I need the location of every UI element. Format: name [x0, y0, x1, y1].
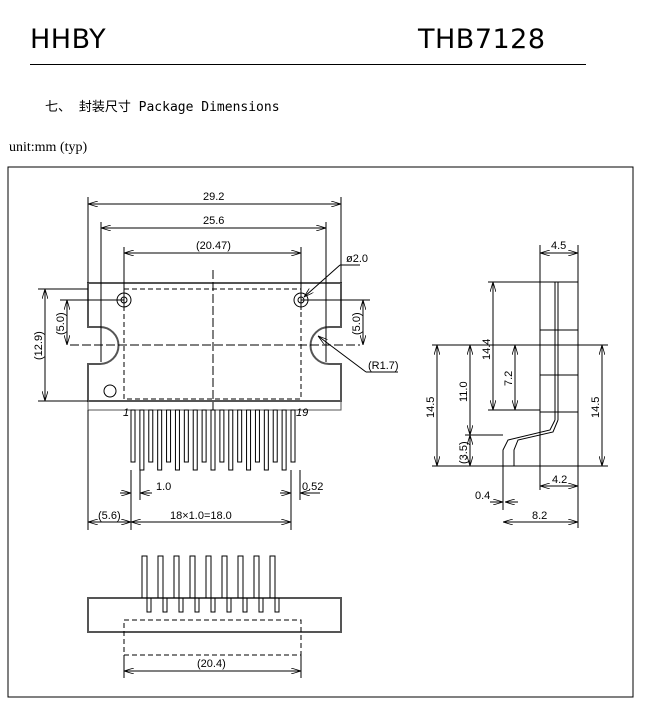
- pin-last-label: 19: [296, 407, 308, 419]
- dim-bottom-span: (20.4): [197, 658, 226, 670]
- bottom-pin-lead: [141, 555, 152, 613]
- bottom-pin-lead: [253, 555, 264, 613]
- unit-note: unit:mm (typ): [9, 140, 88, 155]
- bottom-pin-lead: [269, 555, 280, 613]
- dim-pin-offset: (5.6): [98, 510, 121, 522]
- dim-hole-span: 25.6: [203, 215, 224, 227]
- pin-lead: [228, 409, 234, 471]
- pin-lead: [263, 409, 269, 471]
- bottom-pin-lead: [221, 555, 232, 613]
- dim-pin-pitch: 1.0: [156, 481, 171, 493]
- pin-lead: [192, 409, 198, 471]
- pin-lead: [219, 409, 225, 463]
- header-right-title: THB7128: [418, 24, 546, 55]
- pin-first-label: 1: [123, 407, 129, 419]
- dim-total-height-left: 14.5: [425, 397, 437, 418]
- bottom-pin-lead: [205, 555, 216, 613]
- pin-lead: [139, 409, 145, 471]
- dim-lead-offset: 4.2: [552, 474, 567, 486]
- dim-width-overall: 29.2: [203, 191, 224, 203]
- pin-lead: [166, 409, 172, 463]
- pin-leads: [130, 409, 296, 471]
- dim-thickness: 4.5: [551, 240, 566, 252]
- section-title: 七、 封装尺寸 Package Dimensions: [45, 100, 280, 115]
- pin-lead: [290, 409, 296, 463]
- dim-pin-width: 0.52: [302, 481, 323, 493]
- dim-total-height-right: 14.5: [590, 397, 602, 418]
- dim-hole-pitch: (20.47): [196, 240, 231, 252]
- dim-hole-offset-right: (5.0): [351, 312, 363, 335]
- bottom-view: [87, 555, 342, 678]
- dim-side-body-height: 14.4: [481, 339, 493, 360]
- pin-lead: [210, 409, 216, 471]
- header-divider: [30, 64, 586, 65]
- bottom-pin-lead: [173, 555, 184, 613]
- bottom-pin-leads: [141, 555, 280, 613]
- dim-lead-thickness: 0.4: [475, 490, 490, 502]
- pin-lead: [148, 409, 154, 463]
- dim-notch-radius: (R1.7): [368, 360, 399, 372]
- dim-half-height: 7.2: [503, 371, 515, 386]
- bottom-pin-lead: [189, 555, 200, 613]
- pin-lead: [246, 409, 252, 471]
- bottom-pin-lead: [157, 555, 168, 613]
- pin-lead: [281, 409, 287, 471]
- pin-lead: [174, 409, 180, 471]
- pin-lead: [130, 409, 136, 463]
- header-left-title: HHBY: [30, 24, 107, 55]
- pin-lead: [237, 409, 243, 463]
- pin-lead: [272, 409, 278, 463]
- dim-lead-bend: (3.5): [458, 441, 470, 464]
- pin-lead: [183, 409, 189, 463]
- dim-overall-depth: 8.2: [532, 510, 547, 522]
- dim-pin-span: 18×1.0=18.0: [170, 510, 232, 522]
- top-view: [38, 197, 398, 530]
- dim-hole-diameter: ø2.0: [346, 253, 368, 265]
- pin-lead: [254, 409, 260, 463]
- drawing-frame: [7, 166, 634, 698]
- dim-hole-offset-left: (5.0): [55, 312, 67, 335]
- bottom-pin-lead: [237, 555, 248, 613]
- dim-lead-height: 11.0: [458, 381, 470, 402]
- side-view: [432, 245, 608, 528]
- pin-lead: [157, 409, 163, 471]
- pin-lead: [201, 409, 207, 463]
- dim-body-height: (12.9): [33, 331, 45, 360]
